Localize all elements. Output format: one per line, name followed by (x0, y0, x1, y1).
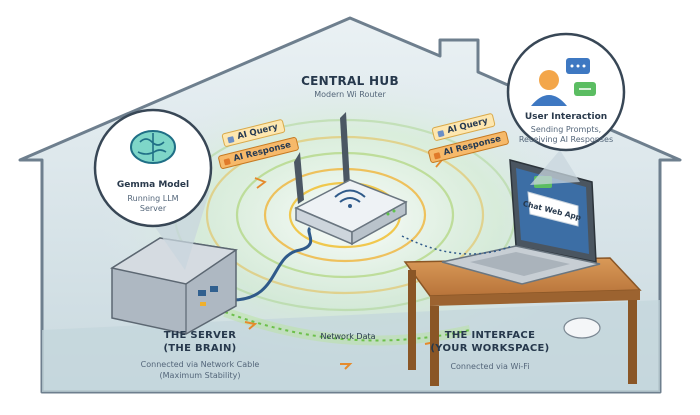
server-callout-bubble (93, 108, 213, 270)
user-avatar-icon (531, 70, 567, 106)
wifi-router (294, 112, 408, 246)
interface-title-2: (YOUR WORKSPACE) (430, 343, 550, 354)
brain-icon (130, 130, 176, 164)
user-bubble-title: User Interaction (524, 112, 608, 122)
server-title-2: (THE BRAIN) (163, 343, 237, 354)
chat-bubble-icon (566, 58, 596, 96)
user-bubble-subtitle-2: Receiving AI Responses (518, 135, 614, 144)
server-device (110, 237, 238, 335)
network-data-label: Network Data (320, 332, 376, 341)
interface-title-1: THE INTERFACE (444, 330, 536, 341)
user-callout-bubble (506, 32, 626, 185)
server-title-1: THE SERVER (163, 330, 237, 341)
hub-subtitle: Modern Wi Router (314, 90, 386, 99)
hub-title: CENTRAL HUB (301, 74, 399, 88)
network-cable (231, 226, 313, 302)
interface-caption: Connected via Wi-Fi (450, 362, 530, 371)
server-bubble-subtitle-2: Server (139, 204, 167, 213)
computer-mouse (563, 317, 601, 339)
server-caption-2: (Maximum Stability) (159, 371, 241, 380)
server-bubble-subtitle-1: Running LLM (127, 194, 179, 203)
server-caption-1: Connected via Network Cable (140, 360, 260, 369)
user-bubble-subtitle-1: Sending Prompts, (530, 125, 602, 134)
server-bubble-title: Gemma Model (116, 180, 190, 190)
